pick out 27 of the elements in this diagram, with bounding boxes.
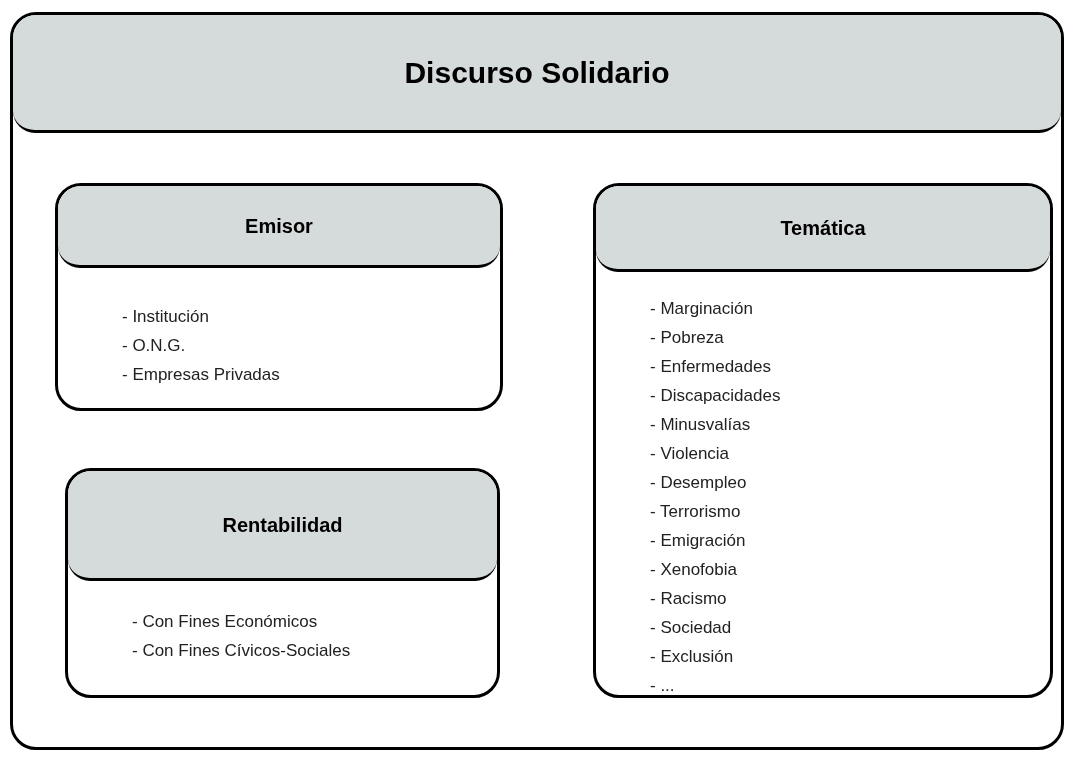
list-item: - Con Fines Económicos (132, 611, 319, 633)
category-card (55, 183, 503, 411)
list-item: - Discapacidades (650, 385, 782, 407)
category-card (593, 183, 1053, 698)
heading: Emisor (245, 213, 313, 239)
category-card (65, 468, 500, 698)
heading: Temática (780, 215, 866, 241)
list-item: - Xenofobia (650, 559, 738, 581)
list-item: - Con Fines Cívicos-Sociales (132, 640, 352, 662)
list-item: - O.N.G. (122, 335, 187, 357)
list-item: - ... (650, 675, 676, 695)
list-item: - Terrorismo (650, 501, 742, 523)
list-item: - Sociedad (650, 617, 733, 639)
outer-panel (10, 12, 1064, 750)
list-item: - Racismo (650, 588, 728, 610)
list-item: - Desempleo (650, 472, 748, 494)
list-item: - Marginación (650, 298, 754, 320)
list-item: - Exclusión (650, 646, 735, 668)
list-item: - Pobreza (650, 327, 725, 349)
list-item: - Violencia (650, 443, 731, 465)
list-item: - Emigración (650, 530, 747, 552)
heading: Discurso Solidario (404, 55, 670, 91)
list-item: - Empresas Privadas (122, 364, 281, 386)
heading: Rentabilidad (222, 512, 343, 538)
list-item: - Minusvalías (650, 414, 752, 436)
list-item: - Enfermedades (650, 356, 772, 378)
list-item: - Institución (122, 306, 210, 328)
